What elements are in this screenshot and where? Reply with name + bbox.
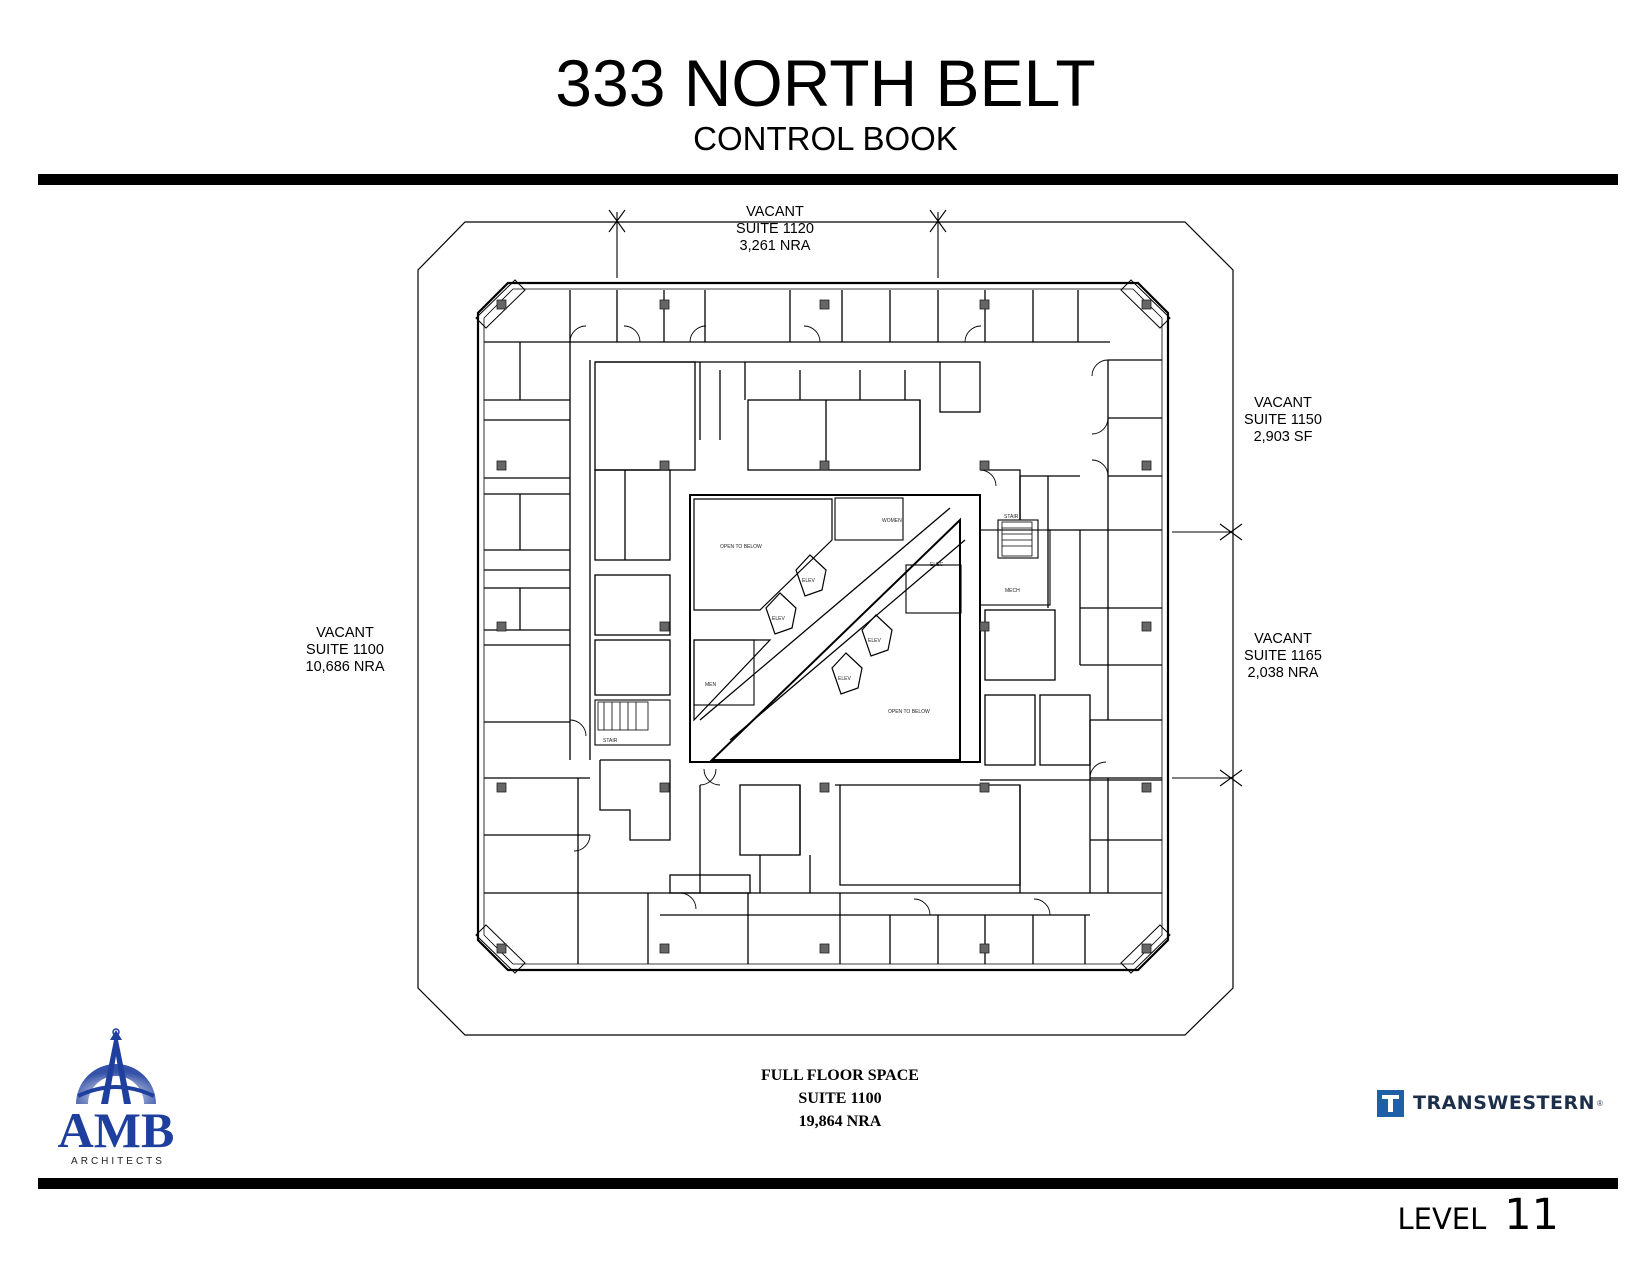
- suite-1120-callout: VACANT SUITE 1120 3,261 NRA: [700, 204, 850, 255]
- building-core: [689, 494, 981, 763]
- stairs: [597, 521, 1033, 731]
- suite-1150-callout: VACANT SUITE 1150 2,903 SF: [1208, 395, 1358, 446]
- suite-1165-callout: VACANT SUITE 1165 2,038 NRA: [1208, 631, 1358, 682]
- elevator-label-2: ELEV: [772, 616, 785, 622]
- women-restroom-label: WOMEN: [882, 518, 902, 524]
- south-offices: [484, 874, 1162, 964]
- elevator-label-3: ELEV: [868, 638, 881, 644]
- service-rooms: [594, 497, 1051, 746]
- door-swings: [569, 325, 1109, 916]
- transwestern-logo: TRANSWESTERN ®: [1377, 1088, 1603, 1118]
- transwestern-mark-icon: [1377, 1089, 1404, 1117]
- west-interior-rooms: [594, 469, 671, 841]
- suite-boundary-markers: [608, 209, 1243, 787]
- suite-area: 2,903 SF: [1253, 429, 1313, 445]
- page-subtitle: CONTROL BOOK: [693, 120, 958, 157]
- open-to-below-label-1: OPEN TO BELOW: [720, 544, 762, 550]
- transwestern-wordmark: TRANSWESTERN: [1413, 1092, 1595, 1114]
- elec-room-label: ELEC: [930, 562, 943, 568]
- men-restroom-label: MEN: [705, 682, 717, 688]
- north-interior-rooms: [594, 361, 981, 471]
- east-offices: [1019, 359, 1162, 893]
- suite-number: SUITE 1165: [1244, 648, 1322, 664]
- suite-number: SUITE 1120: [736, 221, 814, 237]
- suite-area: 2,038 NRA: [1247, 665, 1319, 681]
- full-floor-area: 19,864 NRA: [798, 1113, 882, 1130]
- west-offices: [484, 342, 591, 893]
- registered-mark: ®: [1596, 1098, 1603, 1108]
- full-floor-callout: FULL FLOOR SPACE SUITE 1100 19,864 NRA: [650, 1064, 1030, 1133]
- elevator-label-4: ELEV: [838, 676, 851, 682]
- suite-status: VACANT: [746, 204, 804, 220]
- amb-logo-sub: ARCHITECTS: [71, 1156, 165, 1167]
- north-offices: [484, 290, 1110, 363]
- corner-bays: [475, 279, 1171, 974]
- full-floor-suite: SUITE 1100: [798, 1090, 882, 1107]
- suite-status: VACANT: [1254, 395, 1312, 411]
- suite-area: 3,261 NRA: [739, 238, 811, 254]
- structural-columns: [496, 299, 1152, 954]
- east-interior-rooms: [980, 469, 1162, 781]
- amb-architects-logo: AMB ARCHITECTS: [36, 1026, 196, 1171]
- suite-1100-callout: VACANT SUITE 1100 10,686 NRA: [270, 625, 420, 676]
- suite-status: VACANT: [1254, 631, 1312, 647]
- building-outline: [476, 281, 1170, 972]
- suite-number: SUITE 1100: [306, 642, 384, 658]
- south-interior-rooms: [699, 784, 1021, 893]
- suite-number: SUITE 1150: [1244, 412, 1322, 428]
- elevators: [765, 554, 893, 695]
- level-indicator: LEVEL 11: [1397, 1190, 1559, 1240]
- level-number: 11: [1504, 1190, 1559, 1240]
- suite-status: VACANT: [316, 625, 374, 641]
- site-boundary: [417, 221, 1234, 1036]
- amb-logo-icon: AMB ARCHITECTS: [58, 1028, 175, 1167]
- open-to-below-label-2: OPEN TO BELOW: [888, 709, 930, 715]
- amb-logo-name: AMB: [58, 1102, 175, 1158]
- bottom-divider: [38, 1178, 1618, 1189]
- mech-room-label: MECH: [1005, 588, 1020, 594]
- suite-area: 10,686 NRA: [305, 659, 385, 675]
- elevator-label-1: ELEV: [802, 578, 815, 584]
- full-floor-title: FULL FLOOR SPACE: [761, 1067, 919, 1084]
- level-label: LEVEL: [1397, 1202, 1487, 1236]
- page-title: 333 NORTH BELT: [555, 46, 1096, 120]
- stair-label-2: STAIR: [603, 738, 618, 744]
- stair-label-1: STAIR: [1004, 514, 1019, 520]
- top-divider: [38, 174, 1618, 185]
